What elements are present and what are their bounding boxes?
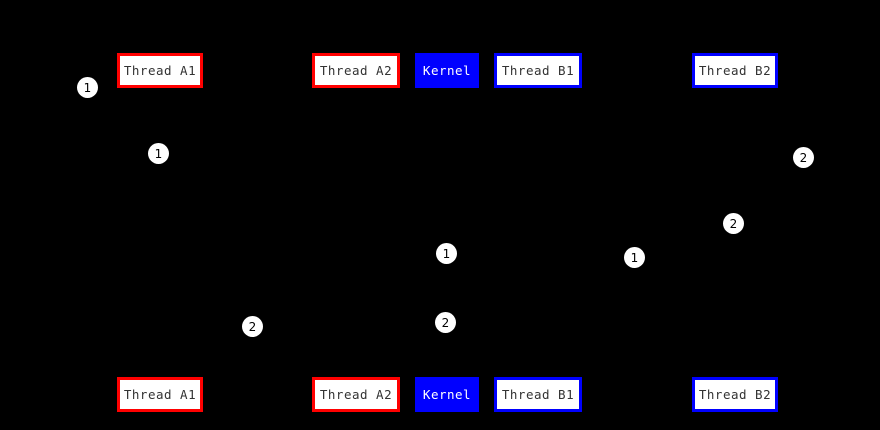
- participant-label: Thread B2: [698, 63, 772, 78]
- step-badge-2: 2: [435, 312, 456, 333]
- lifeline-thread-b1: [538, 88, 539, 377]
- participant-box-kernel-bottom[interactable]: Kernel: [415, 377, 479, 412]
- participant-box-thread-a2-top[interactable]: Thread A2: [312, 53, 400, 88]
- message-line-b1: [537, 100, 538, 340]
- lifeline-thread-a2: [356, 88, 357, 377]
- lifeline-thread-a1: [160, 88, 161, 377]
- participant-label: Thread A1: [123, 63, 197, 78]
- participant-label: Thread A2: [319, 387, 393, 402]
- step-badge-1: 1: [624, 247, 645, 268]
- participant-box-thread-a1-top[interactable]: Thread A1: [117, 53, 203, 88]
- message-line-kernel: [446, 100, 447, 340]
- participant-label: Thread A1: [123, 387, 197, 402]
- step-badge-1: 1: [148, 143, 169, 164]
- participant-box-thread-b1-top[interactable]: Thread B1: [494, 53, 582, 88]
- step-badge-2: 2: [793, 147, 814, 168]
- participant-label: Thread B2: [698, 387, 772, 402]
- participant-box-thread-a1-bottom[interactable]: Thread A1: [117, 377, 203, 412]
- message-line-a2: [355, 100, 356, 340]
- participant-label: Thread B1: [501, 63, 575, 78]
- participant-label: Kernel: [422, 387, 472, 402]
- participant-box-thread-b1-bottom[interactable]: Thread B1: [494, 377, 582, 412]
- participant-box-thread-a2-bottom[interactable]: Thread A2: [312, 377, 400, 412]
- participant-box-kernel-top[interactable]: Kernel: [415, 53, 479, 88]
- participant-label: Thread A2: [319, 63, 393, 78]
- step-badge-2: 2: [242, 316, 263, 337]
- step-badge-1: 1: [77, 77, 98, 98]
- participant-box-thread-b2-top[interactable]: Thread B2: [692, 53, 778, 88]
- step-badge-1: 1: [436, 243, 457, 264]
- participant-label: Thread B1: [501, 387, 575, 402]
- participant-label: Kernel: [422, 63, 472, 78]
- step-badge-2: 2: [723, 213, 744, 234]
- participant-box-thread-b2-bottom[interactable]: Thread B2: [692, 377, 778, 412]
- lifeline-kernel: [447, 88, 448, 377]
- message-line-a1: [159, 100, 160, 340]
